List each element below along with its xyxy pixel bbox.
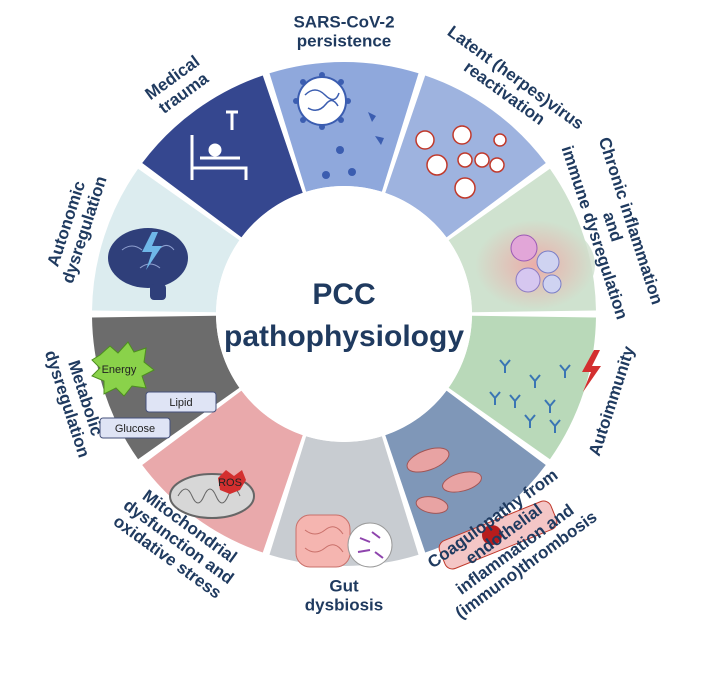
immune-cells-icon (475, 220, 595, 310)
herpesvirus-icon (415, 125, 507, 199)
lipid-label: Lipid (169, 397, 192, 409)
glucose-label: Glucose (115, 423, 155, 435)
sars-virus-icon (293, 72, 351, 130)
endothelial-cells-icon (406, 447, 482, 514)
microbiome-icon (347, 522, 393, 568)
label-sars-line: SARS-CoV-2 (293, 13, 394, 32)
glucose-box: Glucose (99, 417, 171, 439)
segment-coagulopathy (385, 390, 546, 553)
segment-autoimmunity (448, 315, 596, 460)
center-title-line2: pathophysiology (224, 320, 464, 353)
center-title-line1: PCC (312, 278, 375, 311)
lipid-box: Lipid (145, 391, 217, 413)
lightning-icon (582, 350, 601, 392)
segment-medical (142, 75, 303, 238)
antibody-icon (489, 359, 571, 433)
segment-mito (142, 390, 303, 553)
blood-vessel-icon (438, 500, 558, 570)
energy-label: Energy (102, 364, 137, 376)
center-circle (216, 186, 472, 442)
label-sars-line: persistence (297, 32, 392, 51)
label-gut-line: dysbiosis (305, 596, 383, 615)
ros-badge: ROS (218, 470, 246, 494)
label-gut-line: Gut (329, 577, 359, 596)
spike-protein-icon (322, 112, 384, 179)
intestine-icon (295, 514, 351, 568)
brain-icon (108, 228, 188, 300)
energy-burst: Energy (91, 341, 155, 397)
ros-label: ROS (218, 477, 242, 489)
hospital-bed-icon (190, 110, 248, 180)
